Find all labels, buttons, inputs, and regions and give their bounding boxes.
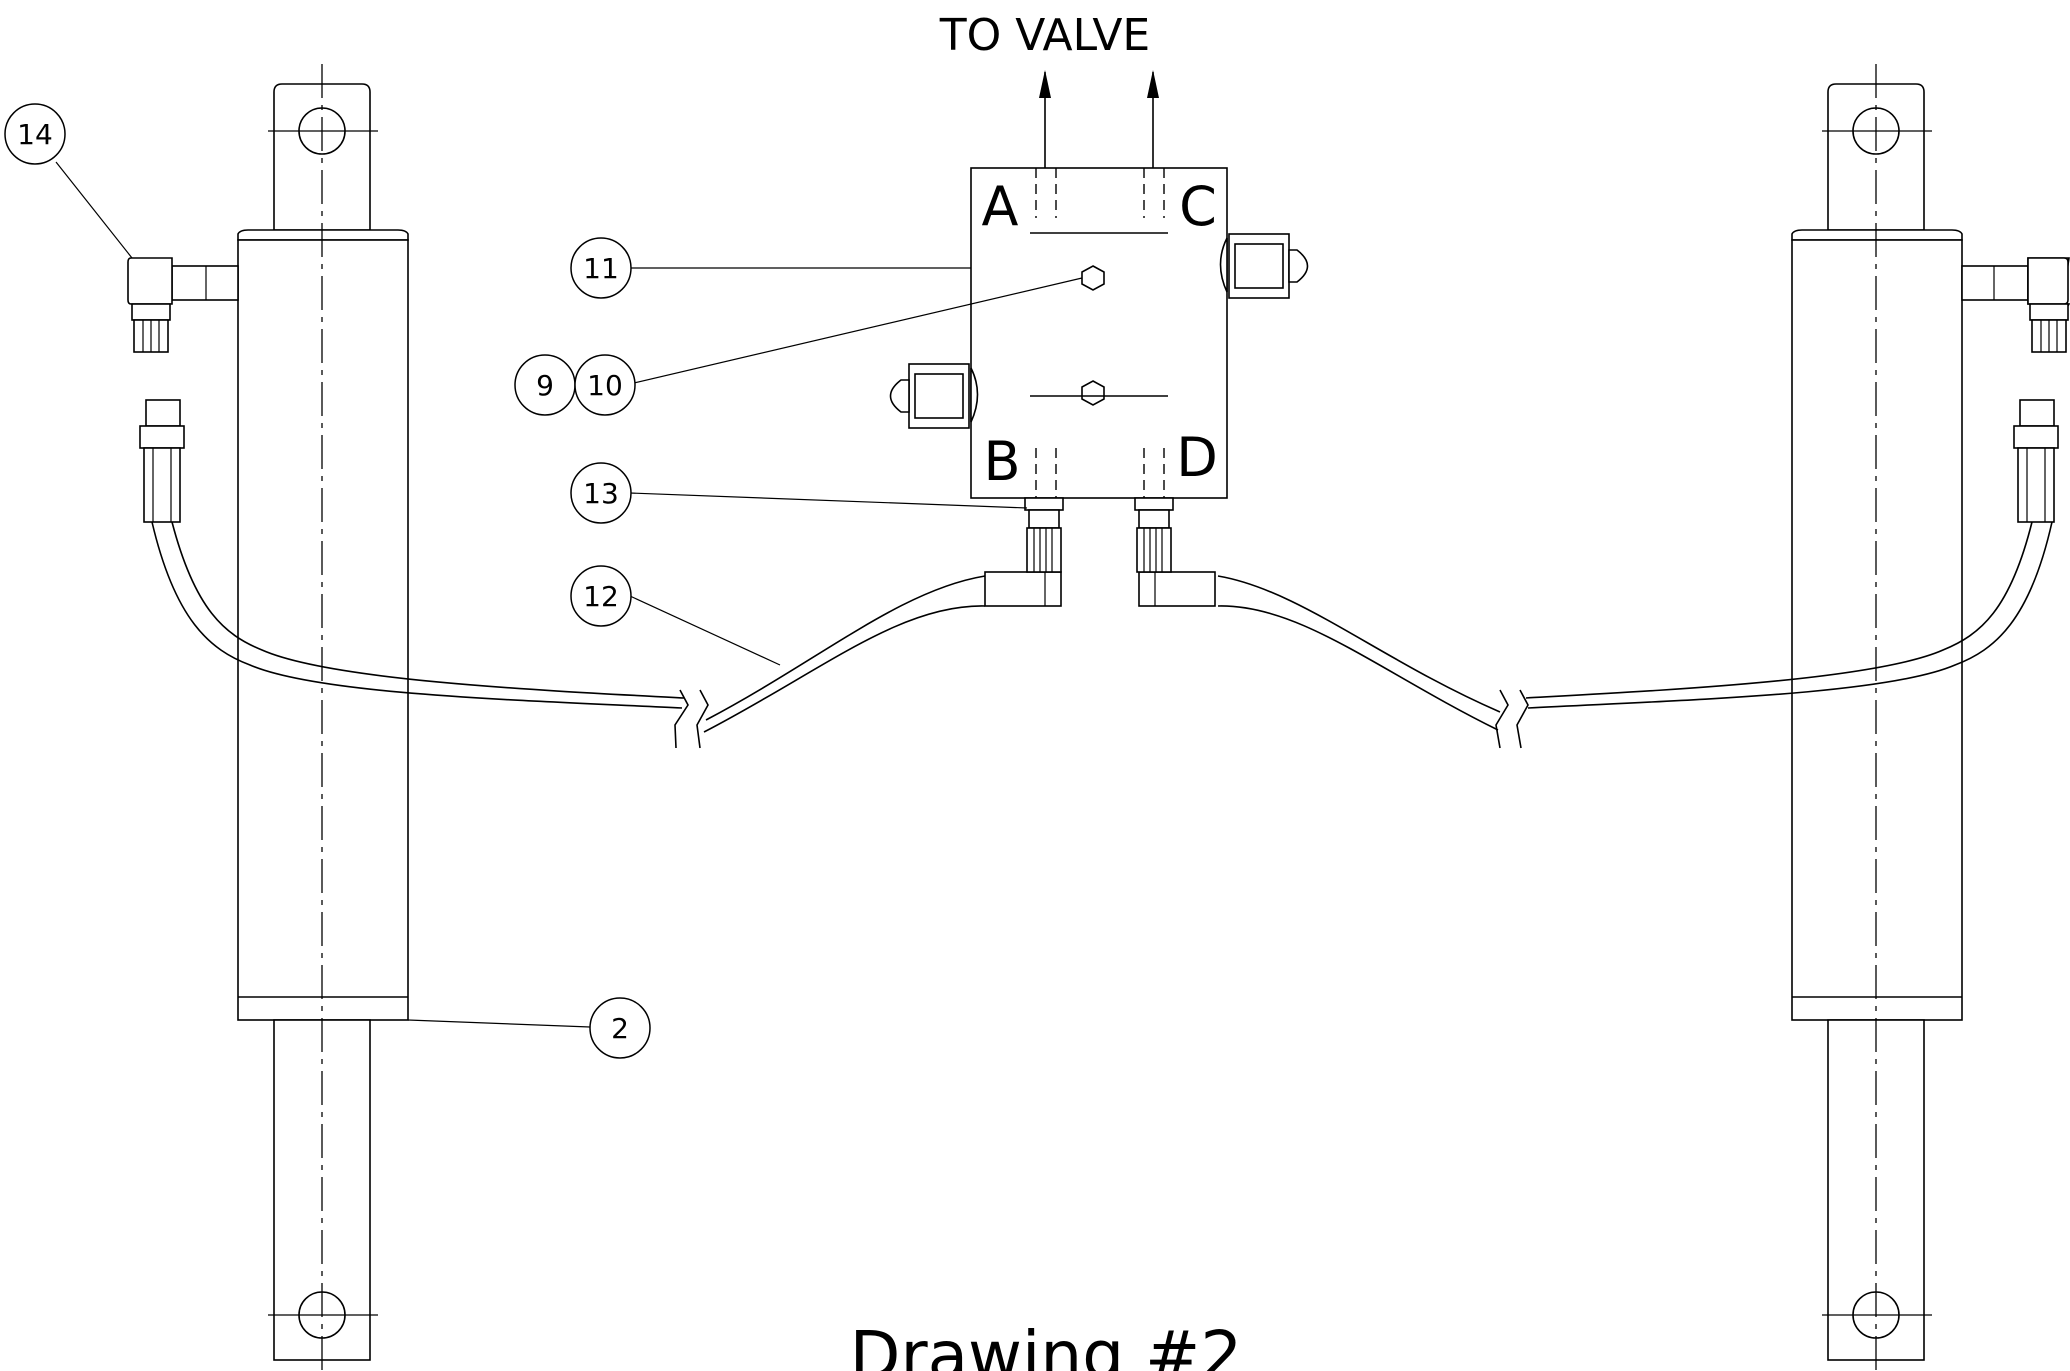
callout-9-text: 9 <box>536 369 554 402</box>
leader-lines <box>55 161 1083 1028</box>
callout-13: 13 <box>570 462 632 524</box>
port-b-label: B <box>983 430 1020 493</box>
callout-9: 9 <box>514 354 576 416</box>
callout-14-text: 14 <box>17 118 53 151</box>
to-valve-arrows <box>1039 70 1159 168</box>
callout-11: 11 <box>570 237 632 299</box>
port-c-label: C <box>1179 175 1217 238</box>
right-hose <box>1217 521 2053 749</box>
valve-block: A C B D <box>889 167 1309 573</box>
callout-2-text: 2 <box>611 1012 629 1045</box>
callout-10-text: 10 <box>587 369 623 402</box>
callout-12: 12 <box>570 565 632 627</box>
drawing-caption: Drawing #2 <box>850 1317 1243 1371</box>
left-cylinder <box>127 64 409 1371</box>
callout-2: 2 <box>589 997 651 1059</box>
port-d-label: D <box>1176 426 1218 489</box>
hose-elbow-fittings <box>984 571 1216 607</box>
left-hose <box>151 521 986 749</box>
callout-14: 14 <box>4 103 66 165</box>
port-a-label: A <box>982 175 1019 238</box>
callout-13-text: 13 <box>583 477 619 510</box>
callout-12-text: 12 <box>583 580 619 613</box>
callout-10: 10 <box>574 354 636 416</box>
to-valve-label: TO VALVE <box>939 10 1150 61</box>
right-cylinder <box>1791 64 2070 1371</box>
callout-11-text: 11 <box>583 252 619 285</box>
